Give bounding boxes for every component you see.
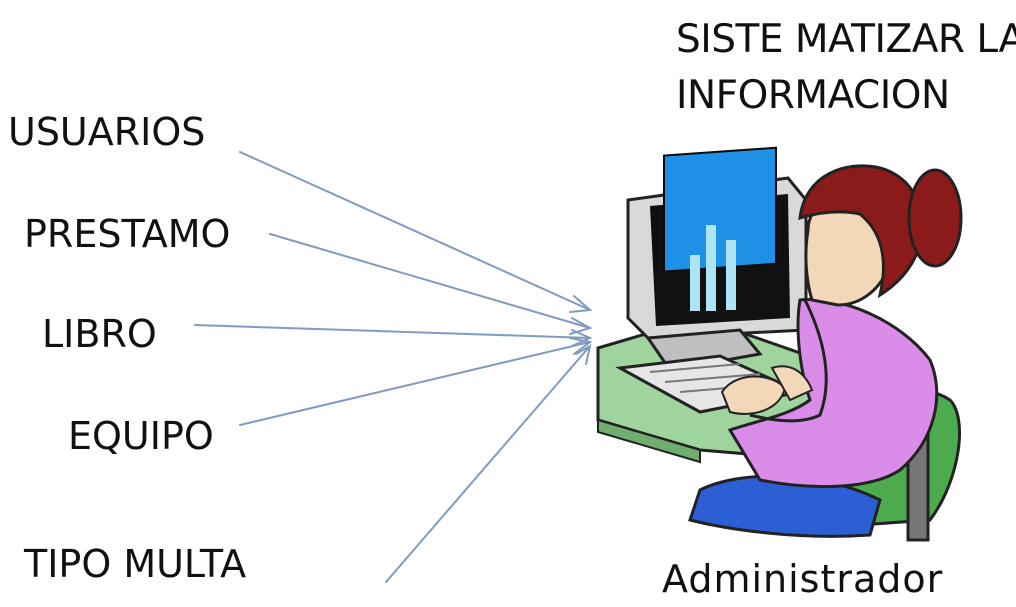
input-label-usuarios: USUARIOS: [8, 110, 206, 154]
input-label-prestamo: PRESTAMO: [24, 212, 231, 256]
arrow-tipo-multa: [385, 344, 592, 583]
input-label-libro: LIBRO: [42, 312, 157, 356]
bar-chart-icon: [690, 225, 736, 311]
role-caption: Administrador: [662, 557, 944, 601]
arrow-equipo: [239, 337, 593, 426]
administrator-illustration: [688, 164, 963, 542]
input-label-tipo-multa: TIPO MULTA: [24, 542, 247, 586]
arrow-prestamo: [269, 233, 593, 335]
arrows: [194, 151, 593, 583]
hair-icon: [798, 164, 963, 299]
monitor-icon: [626, 146, 808, 340]
hand-icon: [720, 365, 814, 415]
arrow-usuarios: [239, 151, 593, 313]
input-label-equipo: EQUIPO: [68, 414, 214, 458]
title-line-2: INFORMACION: [676, 73, 950, 118]
arrow-libro: [194, 324, 593, 347]
title-line-1: SISTE MATIZAR LA: [676, 17, 1016, 62]
diagram-title: SISTE MATIZAR LA INFORMACION: [676, 12, 1016, 124]
